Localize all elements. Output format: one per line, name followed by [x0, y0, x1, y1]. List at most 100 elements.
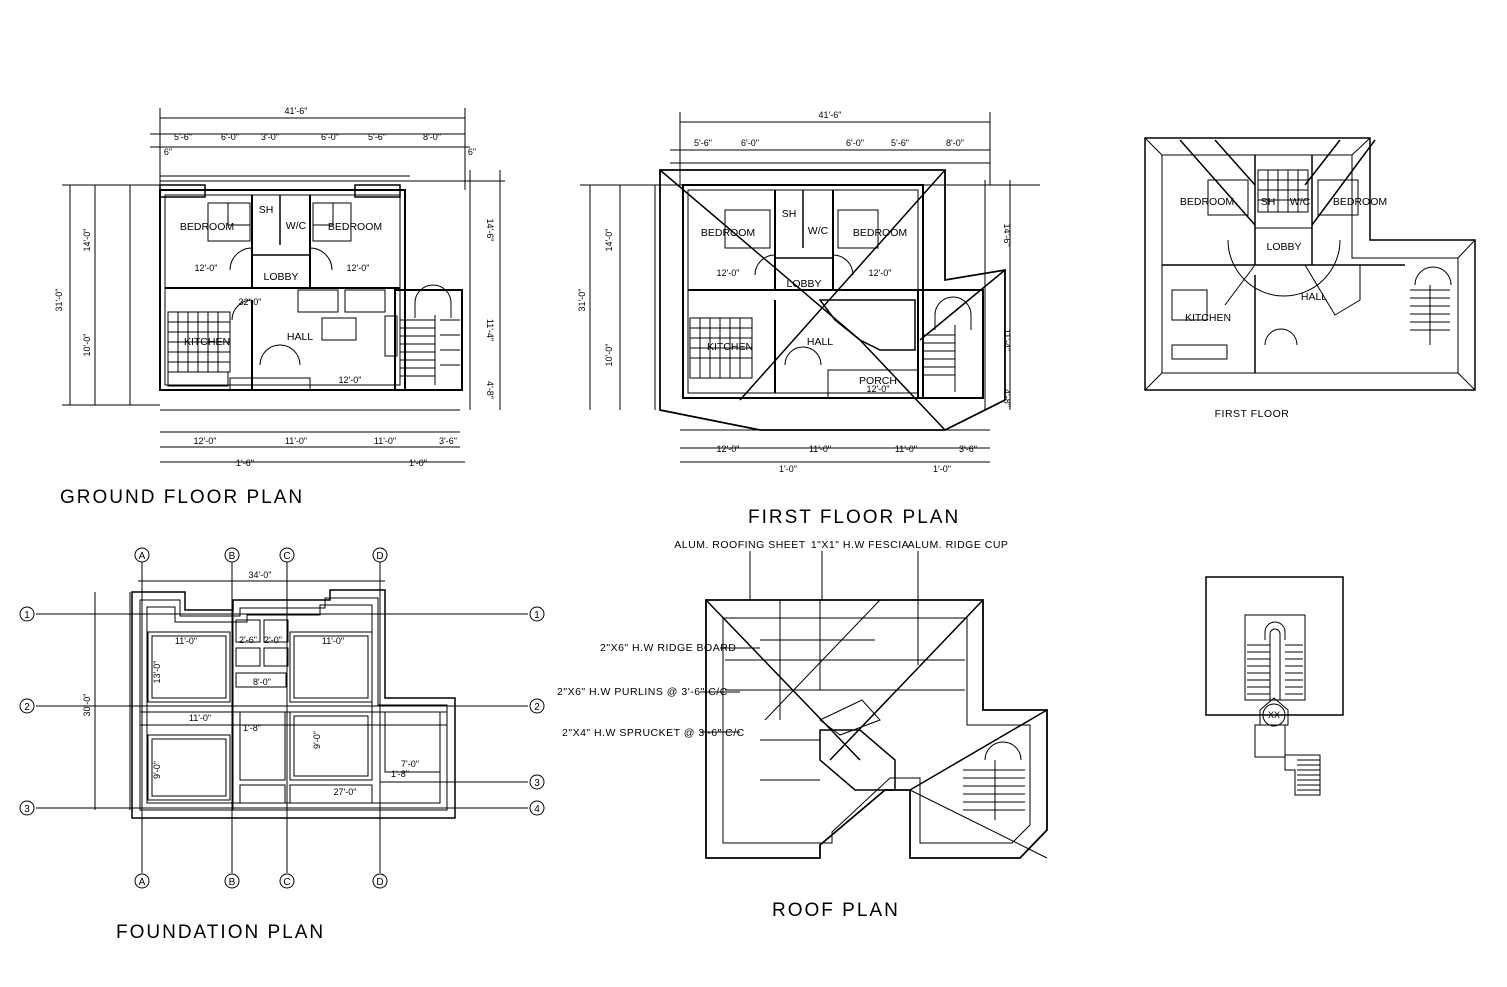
roof-note-ridge-cup: ALUM. RIDGE CUP — [908, 539, 1009, 551]
roof-note-sheet: ALUM. ROOFING SHEET — [674, 539, 806, 551]
ground-dim-14-6: 14'-6" — [485, 219, 495, 242]
grid-bubble-a-bottom: A — [139, 877, 146, 888]
roof-note-ridge-board: 2"X6" H.W RIDGE BOARD — [600, 642, 736, 654]
foundation-dim-1-8b: 1'-8" — [391, 769, 409, 779]
first-dim-12-0b: 12'-0" — [869, 268, 892, 278]
ground-room-wc: W/C — [286, 220, 307, 232]
ground-dim-4-8: 4'-8" — [485, 381, 495, 399]
ground-dim-10-0: 10'-0" — [82, 334, 92, 357]
first-dim-5-6b: 5'-6" — [891, 138, 909, 148]
roof-plan-title: ROOF PLAN — [772, 900, 900, 921]
ground-dim-5-6b: 5'-6" — [368, 132, 386, 142]
first-room-wc: W/C — [808, 225, 829, 237]
grid-bubble-1-right: 1 — [534, 610, 540, 621]
first-room-kitchen: KITCHEN — [707, 341, 753, 353]
first-floor-small-plan — [1144, 137, 1476, 391]
first-overall-width: 41'-6" — [819, 110, 842, 120]
foundation-dim-11-0c: 11'-0" — [189, 713, 211, 723]
first-floor-plan — [580, 112, 1040, 463]
stair-section-mark: XX — [1268, 710, 1280, 720]
ground-dim-3-0: 3'-0" — [261, 132, 279, 142]
ground-room-bedroom-left: BEDROOM — [180, 221, 234, 233]
grid-bubble-4-right: 4 — [534, 804, 540, 815]
first-dim-14-0: 14'-0" — [604, 229, 614, 252]
first-dim-11-4: 11'-4" — [1002, 329, 1012, 351]
foundation-dim-30-0: 30'-0" — [82, 694, 92, 717]
first-floor-small-title: FIRST FLOOR — [1215, 408, 1290, 420]
stair-detail — [1205, 576, 1344, 796]
ground-dim-1-6: 1'-6" — [236, 458, 254, 468]
ground-dim-6-0b: 6'-0" — [321, 132, 339, 142]
first-dim-10-0: 10'-0" — [604, 344, 614, 367]
ground-dim-1-0: 1'-0" — [409, 458, 427, 468]
grid-bubble-d-top: D — [376, 551, 383, 562]
first-dim-12-0d: 12'-0" — [717, 444, 740, 454]
first-dim-1-0: 1'-0" — [779, 464, 797, 474]
grid-bubble-b-top: B — [229, 551, 236, 562]
ground-floor-plan-title: GROUND FLOOR PLAN — [60, 487, 304, 508]
roof-plan — [700, 551, 1048, 859]
ground-dim-12-0d: 12'-0" — [194, 436, 217, 446]
grid-bubble-c-top: C — [283, 551, 290, 562]
foundation-dim-13-0: 13'-0" — [152, 661, 162, 684]
small-room-kitchen: KITCHEN — [1185, 312, 1231, 324]
first-dim-11-0b: 11'-0" — [895, 444, 917, 454]
first-floor-labels: 41'-6" 5'-6" 6'-0" 6'-0" 5'-6" 8'-0" 31'… — [577, 110, 1012, 528]
grid-bubble-a-top: A — [139, 551, 146, 562]
foundation-dim-34-0: 34'-0" — [249, 570, 272, 580]
roof-note-sprucket: 2"X4" H.W SPRUCKET @ 3'-6" C/C — [562, 727, 745, 739]
ground-dim-32-0: 32'-0" — [239, 297, 262, 307]
ground-dim-12-0b: 12'-0" — [347, 263, 370, 273]
roof-note-fascia: 1"X1" H.W FESCIA — [811, 539, 909, 551]
grid-bubble-c-bottom: C — [283, 877, 290, 888]
first-dim-6-0: 6'-0" — [741, 138, 759, 148]
first-floor-plan-title: FIRST FLOOR PLAN — [748, 507, 960, 528]
grid-bubble-1-left: 1 — [24, 610, 30, 621]
foundation-labels: A B C D A B C D 1 2 3 1 2 3 4 34'-0" 30'… — [24, 551, 540, 943]
ground-dim-6b: 6" — [468, 147, 476, 157]
stair-detail-labels: XX — [1268, 710, 1280, 720]
first-floor-small-labels: BEDROOM SH W/C BEDROOM LOBBY HALL KITCHE… — [1180, 196, 1387, 420]
ground-dim-14-0: 14'-0" — [82, 229, 92, 252]
first-dim-1-0b: 1'-0" — [933, 464, 951, 474]
grid-bubble-3-left: 3 — [24, 804, 30, 815]
first-room-sh: SH — [782, 208, 797, 220]
first-room-lobby: LOBBY — [786, 278, 821, 290]
foundation-dim-2-6: 2'-6" — [239, 635, 257, 645]
ground-room-sh: SH — [259, 204, 274, 216]
grid-bubble-b-bottom: B — [229, 877, 236, 888]
first-room-hall: HALL — [807, 336, 833, 348]
foundation-dim-27-0: 27'-0" — [334, 787, 357, 797]
foundation-dim-2-0: 2'-0" — [264, 635, 282, 645]
foundation-dim-8-0: 8'-0" — [253, 677, 271, 687]
roof-labels: ALUM. ROOFING SHEET 1"X1" H.W FESCIA ALU… — [557, 539, 1008, 921]
first-dim-4-8: 4'-8" — [1002, 389, 1012, 407]
first-dim-6-0b: 6'-0" — [846, 138, 864, 148]
ground-dim-11-0: 11'-0" — [285, 436, 307, 446]
foundation-plan-title: FOUNDATION PLAN — [116, 922, 325, 943]
grid-bubble-3-right: 3 — [534, 778, 540, 789]
first-dim-11-0: 11'-0" — [809, 444, 831, 454]
foundation-dim-9-0: 9'-0" — [152, 761, 162, 779]
first-dim-8-0: 8'-0" — [946, 138, 964, 148]
small-room-sh: SH — [1261, 196, 1276, 208]
first-room-bedroom-left: BEDROOM — [701, 227, 755, 239]
foundation-dim-7-0: 7'-0" — [401, 759, 419, 769]
ground-room-bedroom-right: BEDROOM — [328, 221, 382, 233]
small-room-wc: W/C — [1290, 196, 1311, 208]
foundation-dim-11-0: 11'-0" — [175, 636, 197, 646]
ground-dim-11-0b: 11'-0" — [374, 436, 396, 446]
first-overall-height: 31'-0" — [577, 289, 587, 312]
grid-bubble-2-left: 2 — [24, 702, 30, 713]
ground-dim-6: 6" — [164, 147, 172, 157]
first-dim-3-6: 3'-6" — [959, 444, 977, 454]
ground-dim-8-0: 8'-0" — [423, 132, 441, 142]
small-room-bedroom-right: BEDROOM — [1333, 196, 1387, 208]
ground-dim-11-4: 11'-4" — [485, 319, 495, 341]
ground-dim-3-6: 3'-6" — [439, 436, 457, 446]
grid-bubble-d-bottom: D — [376, 877, 383, 888]
first-dim-12-0: 12'-0" — [717, 268, 740, 278]
first-dim-5-6: 5'-6" — [694, 138, 712, 148]
first-dim-14-6: 14'-6" — [1002, 224, 1012, 247]
